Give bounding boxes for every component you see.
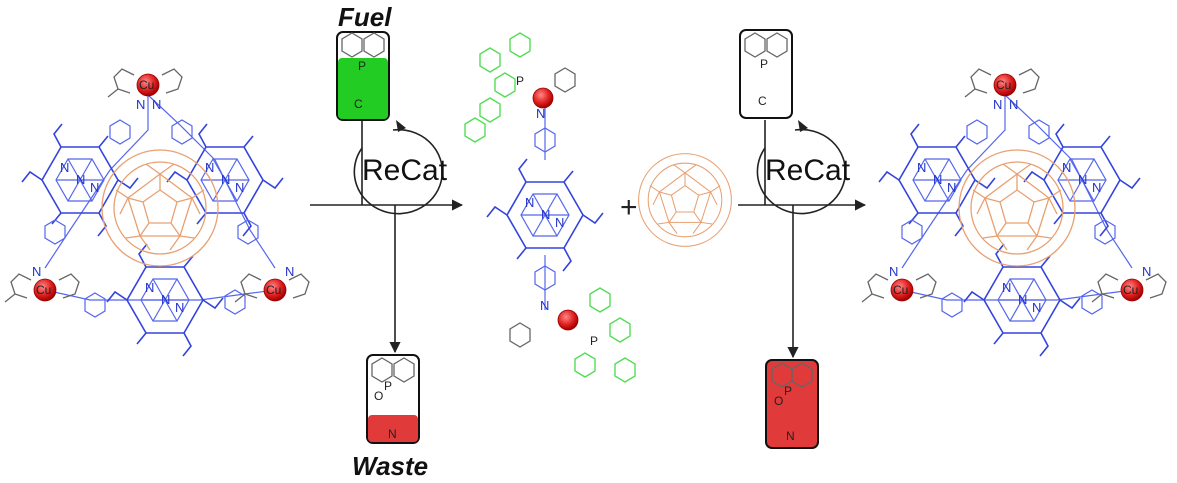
svg-text:N: N: [536, 106, 545, 121]
svg-text:O: O: [374, 389, 383, 403]
svg-text:P: P: [784, 384, 792, 398]
svg-text:P: P: [590, 334, 598, 348]
svg-text:P: P: [760, 57, 768, 71]
recat-label-right: ReCat: [765, 154, 851, 187]
svg-text:N: N: [786, 429, 795, 443]
fuel-label: Fuel: [338, 2, 392, 32]
svg-text:C: C: [758, 94, 767, 108]
fuel-flask: P C: [336, 31, 390, 121]
svg-text:P: P: [516, 74, 524, 88]
recat-cycle-right: ReCat: [756, 120, 851, 215]
cage-complex-left: [5, 69, 309, 356]
released-porphyrin: P N P N: [464, 32, 636, 383]
svg-text:P: P: [384, 379, 392, 393]
svg-text:O: O: [774, 394, 783, 408]
recat-label-left: ReCat: [362, 154, 448, 187]
svg-text:C: C: [354, 97, 363, 111]
svg-text:N: N: [540, 298, 549, 313]
fuel-flask-right: P C: [739, 29, 793, 119]
svg-text:N: N: [388, 427, 397, 441]
waste-label: Waste: [352, 451, 428, 481]
recat-cycle-left: ReCat: [353, 120, 448, 215]
free-fullerene: [638, 153, 732, 247]
waste-flask-right: P O N: [765, 359, 819, 449]
plus-sign: +: [620, 191, 638, 224]
reaction-arrow-left: [310, 120, 464, 354]
svg-text:P: P: [358, 59, 366, 73]
reaction-arrow-right: [738, 120, 867, 359]
cage-complex-right: [862, 69, 1166, 356]
waste-flask: P O N: [366, 354, 420, 444]
